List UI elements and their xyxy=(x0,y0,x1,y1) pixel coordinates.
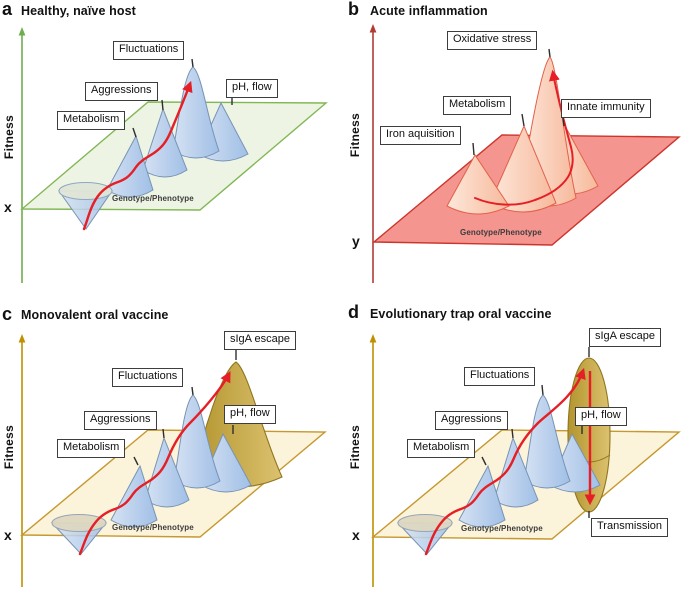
label-ph-flow: pH, flow xyxy=(226,79,278,98)
cone-fluctuations xyxy=(523,394,571,489)
cone-metabolism xyxy=(110,464,158,528)
panel-title: Monovalent oral vaccine xyxy=(21,308,169,322)
panel-letter: d xyxy=(348,302,359,322)
label-tick xyxy=(481,456,487,466)
funnel-rim xyxy=(397,514,453,532)
label-tick xyxy=(548,48,551,58)
label-fluctuations: Fluctuations xyxy=(113,41,185,60)
axis-arrowhead-icon xyxy=(18,27,26,36)
panel-title: Healthy, naïve host xyxy=(21,4,136,18)
label-oxidative-stress: Oxidative stress xyxy=(447,31,538,50)
axis-arrowhead-icon xyxy=(369,24,377,33)
label-innate-immunity: Innate immunity xyxy=(561,99,651,118)
panel-title: Acute inflammation xyxy=(370,4,488,18)
axis-arrowhead-icon xyxy=(369,334,377,343)
cone-iron-aquisition xyxy=(446,154,510,215)
axis-arrowhead-icon xyxy=(18,334,26,343)
label-metabolism: Metabolism xyxy=(407,439,476,458)
label-tick xyxy=(191,386,194,396)
label-siga-escape: sIgA escape xyxy=(589,328,661,347)
panel-c: c Monovalent oral vaccine Fitness x sIgA… xyxy=(0,297,342,594)
label-tick xyxy=(511,428,514,439)
label-aggressions: Aggressions xyxy=(84,411,157,430)
label-tick xyxy=(472,142,475,156)
origin-label: y xyxy=(352,233,360,249)
label-tick xyxy=(562,117,565,127)
plane-axis-label: Genotype/Phenotype xyxy=(112,194,194,203)
label-aggressions: Aggressions xyxy=(85,82,158,101)
evolution-path-arrow xyxy=(78,371,231,556)
label-ph-flow: pH, flow xyxy=(224,405,276,424)
panel-d-canvas xyxy=(369,334,681,587)
plane-axis-label: Genotype/Phenotype xyxy=(112,523,194,532)
cone-metabolism xyxy=(458,464,506,528)
label-iron-aquisition: Iron aquisition xyxy=(380,126,461,145)
panel-c-canvas xyxy=(18,334,327,587)
evolution-path-arrow xyxy=(82,80,193,231)
label-tick xyxy=(132,127,137,138)
evolution-path-arrow xyxy=(424,367,586,556)
panel-b-canvas xyxy=(369,24,681,283)
label-metabolism: Metabolism xyxy=(57,111,126,130)
label-tick xyxy=(133,456,139,466)
label-tick xyxy=(161,99,164,111)
label-transmission: Transmission xyxy=(591,518,668,537)
fitness-axis-label: Fitness xyxy=(2,114,16,160)
fitness-axis-label: Fitness xyxy=(348,424,362,470)
panel-letter: c xyxy=(2,304,13,324)
panel-title: Evolutionary trap oral vaccine xyxy=(370,307,552,321)
label-tick xyxy=(162,428,165,439)
label-fluctuations: Fluctuations xyxy=(112,368,184,387)
origin-label: x xyxy=(352,527,360,543)
label-tick xyxy=(191,58,194,68)
panel-letter: b xyxy=(348,0,359,19)
origin-label: x xyxy=(4,527,12,543)
evolution-path-arrow xyxy=(474,69,574,206)
label-fluctuations: Fluctuations xyxy=(464,367,536,386)
label-siga-escape: sIgA escape xyxy=(224,331,296,350)
fitness-axis-label: Fitness xyxy=(348,112,362,158)
plane-axis-label: Genotype/Phenotype xyxy=(460,228,542,237)
panel-d: d Evolutionary trap oral vaccine Fitness… xyxy=(342,297,685,594)
plane-axis-label: Genotype/Phenotype xyxy=(461,524,543,533)
funnel-rim xyxy=(51,514,107,532)
panel-letter: a xyxy=(2,0,13,19)
origin-label: x xyxy=(4,199,12,215)
label-tick xyxy=(521,113,525,127)
label-ph-flow: pH, flow xyxy=(575,407,627,426)
label-tick xyxy=(541,384,544,396)
panel-a-canvas xyxy=(18,27,328,283)
label-aggressions: Aggressions xyxy=(435,411,508,430)
fitness-axis-label: Fitness xyxy=(2,424,16,470)
label-metabolism: Metabolism xyxy=(443,96,512,115)
label-metabolism: Metabolism xyxy=(57,439,126,458)
panel-b: b Acute inflammation Fitness y Oxidative… xyxy=(342,0,685,297)
panel-a: a Healthy, naïve host Fitness x Metaboli… xyxy=(0,0,342,297)
